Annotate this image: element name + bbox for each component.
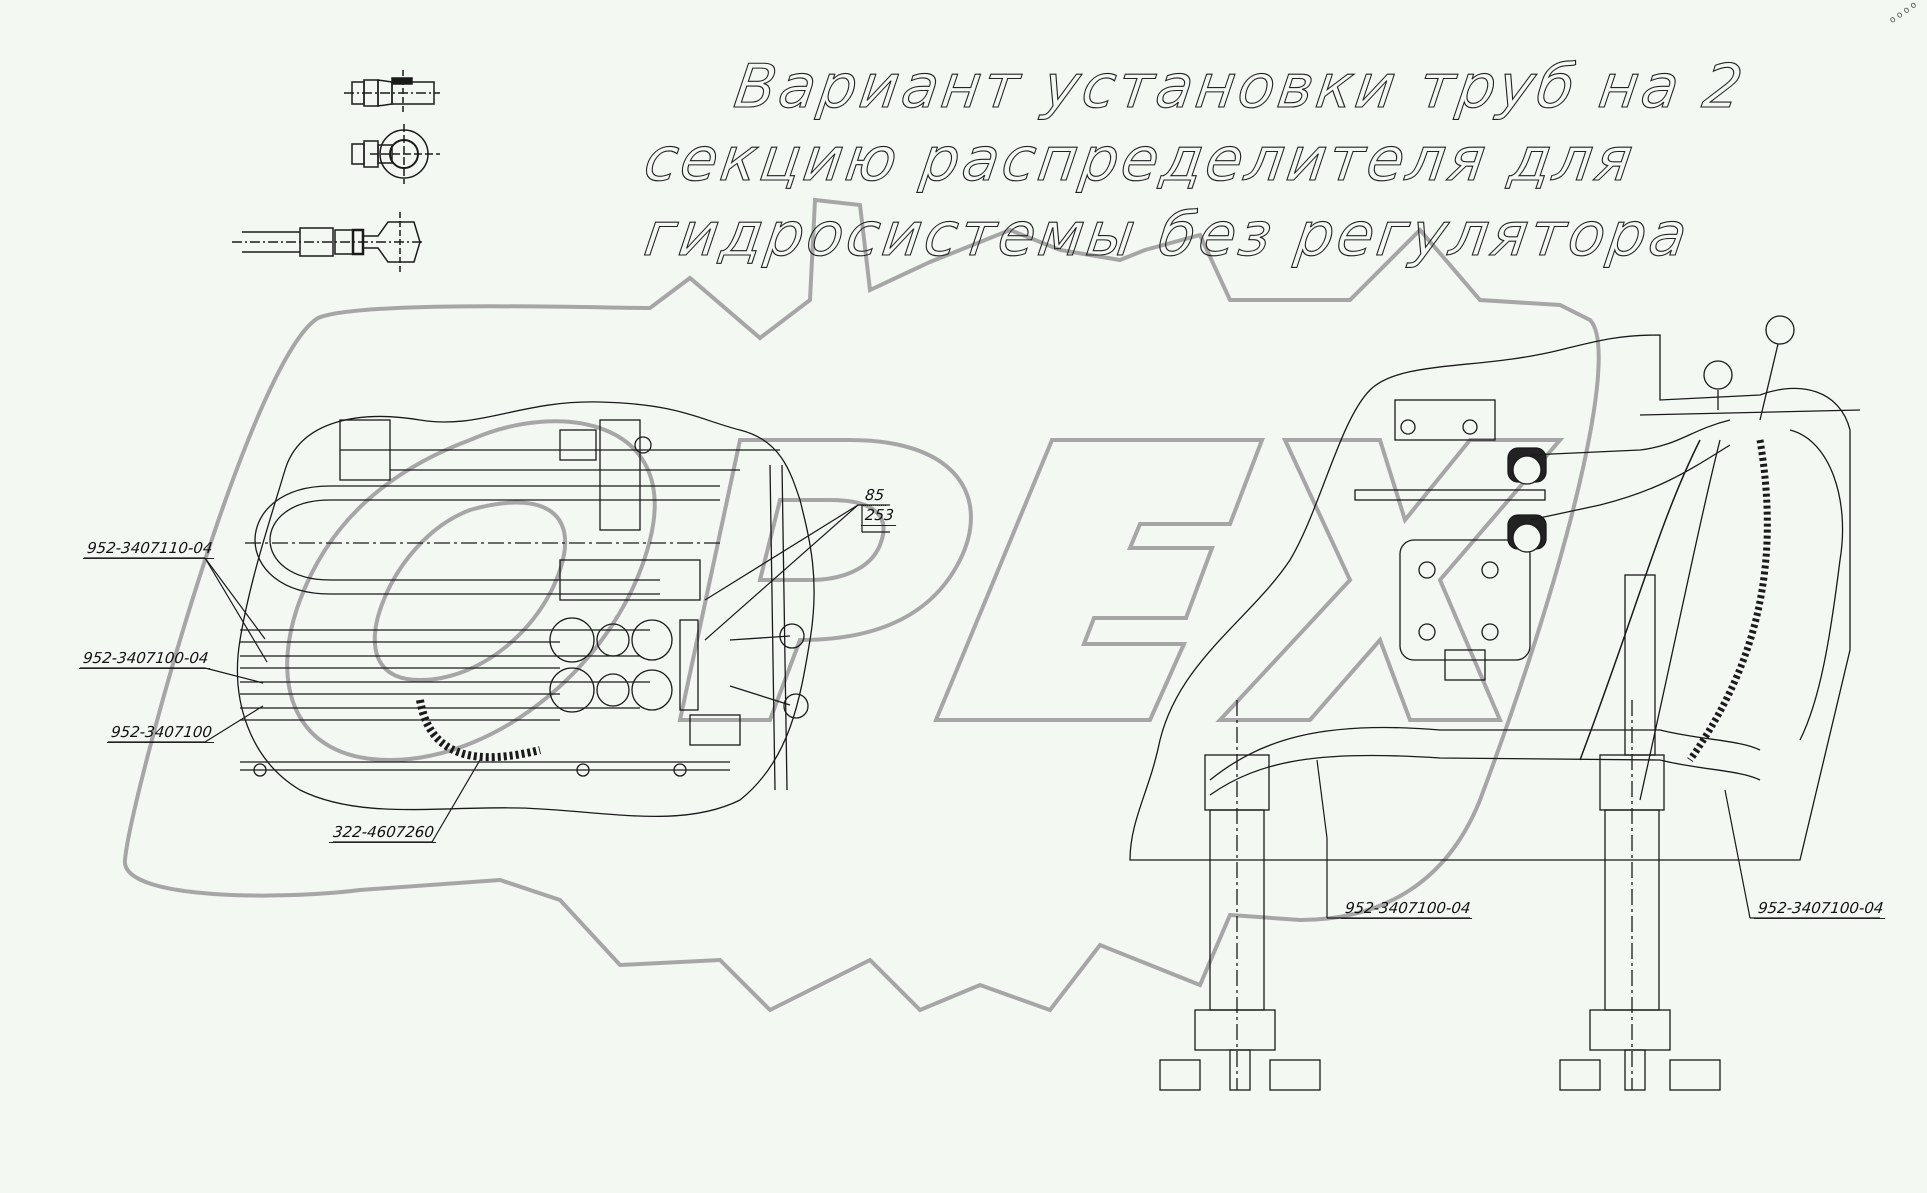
- drawing-title-line-1: Вариант установки труб на 2: [730, 51, 1751, 122]
- hose-with-banjo-fitting: [232, 212, 425, 272]
- callout-952-3407110-04: 952-3407110-04: [83, 539, 217, 559]
- callout-85: 85: [861, 486, 889, 506]
- callout-952-3407100-04-left: 952-3407100-04: [79, 649, 213, 669]
- left-assembly-drawing: [236, 401, 815, 818]
- left-leader-lines: [80, 504, 890, 843]
- right-leader-lines: [1316, 759, 1880, 919]
- callout-952-3407100-04-right-b: 952-3407100-04: [1754, 899, 1888, 919]
- drawing-title-line-3: гидросистемы без регулятора: [640, 199, 1695, 270]
- watermark-letters: [285, 419, 1565, 763]
- right-assembly-drawing: [1129, 315, 1861, 1091]
- callout-322-4607260: 322-4607260: [329, 823, 438, 843]
- drawing-title-line-2: секцию распределителя для: [640, 124, 1641, 195]
- fitting-side-view: [344, 70, 440, 112]
- fitting-top-view: [351, 124, 440, 184]
- callout-952-3407100-04-right-a: 952-3407100-04: [1341, 899, 1475, 919]
- callout-952-3407100: 952-3407100: [107, 723, 216, 743]
- watermark-gear: [122, 197, 1601, 1013]
- callout-253: 253: [861, 506, 898, 526]
